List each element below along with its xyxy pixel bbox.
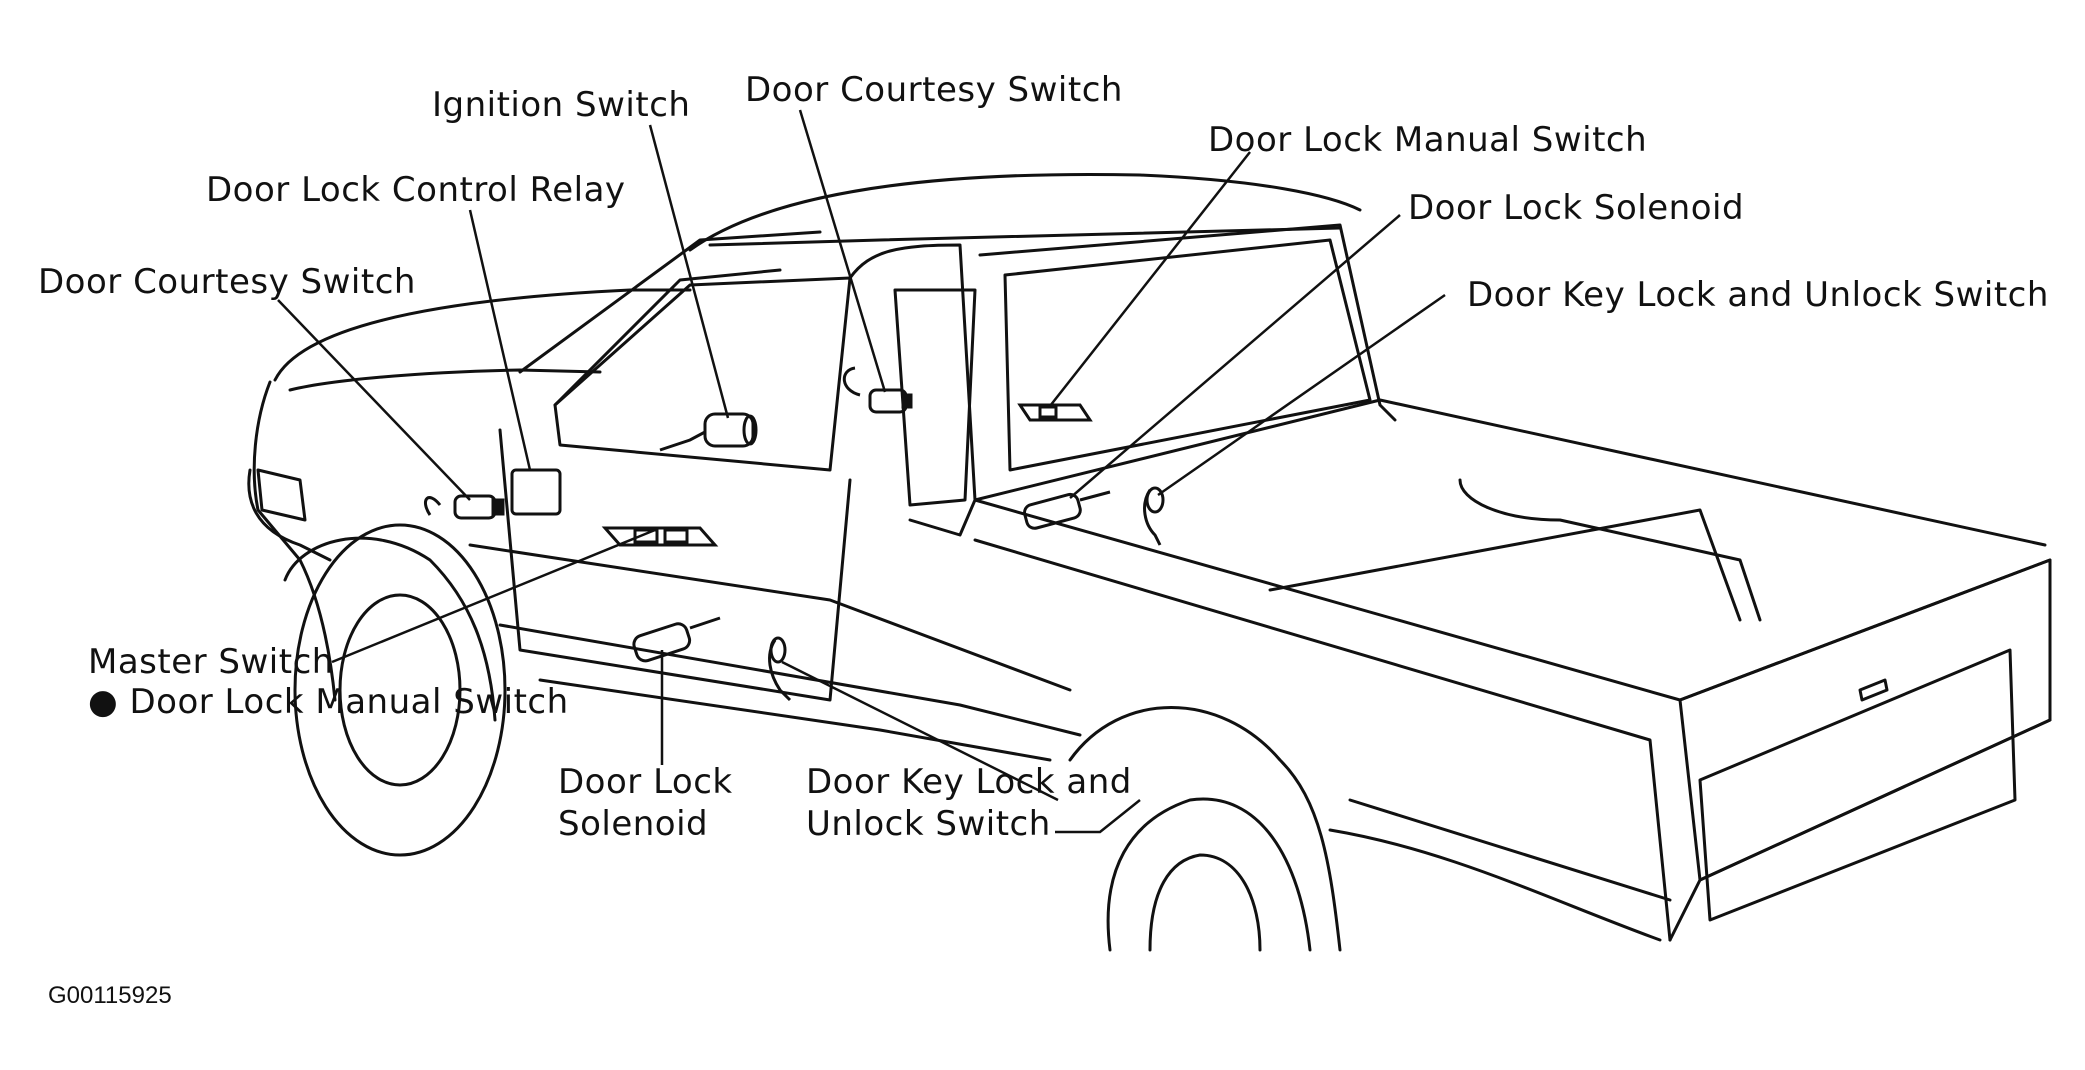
label-door-key-lock-bottom-1: Door Key Lock and	[806, 762, 1132, 802]
label-door-lock-manual-switch-right: Door Lock Manual Switch	[1208, 120, 1648, 160]
label-door-key-lock-unlock-right: Door Key Lock and Unlock Switch	[1467, 275, 2049, 315]
front-wheel-rim	[338, 593, 462, 787]
windshield-inner	[553, 268, 782, 407]
door-courtesy-switch-center-part	[842, 366, 913, 414]
bed-inner-front	[1268, 508, 1742, 622]
leader-door-courtesy-left	[277, 299, 471, 501]
leader-door-lock-solenoid-right	[1069, 214, 1401, 499]
leader-door-key-lock-bottom	[1055, 799, 1141, 834]
rocker-panel	[538, 678, 1052, 762]
rear-wheel-tire	[1106, 797, 1312, 952]
figure-id: G00115925	[48, 982, 172, 1009]
bed-wheel-well	[1458, 478, 1762, 622]
label-door-courtesy-switch-left: Door Courtesy Switch	[38, 262, 416, 302]
front-bumper	[247, 468, 332, 562]
label-door-lock-solenoid-bottom-2: Solenoid	[558, 804, 709, 844]
bed-front-top	[973, 398, 2047, 547]
leader-door-lock-manual-right	[1049, 151, 1251, 407]
rear-cab-window	[1003, 238, 1372, 472]
door-outline	[498, 428, 852, 702]
leader-door-courtesy-center	[798, 109, 887, 393]
side-body-line	[468, 543, 1072, 692]
door-lock-control-relay-part	[510, 468, 562, 516]
rear-quarter-window	[893, 288, 977, 507]
door-lock-solenoid-right-part	[1023, 490, 1111, 530]
label-door-courtesy-switch-center: Door Courtesy Switch	[745, 70, 1123, 110]
leader-door-key-lock-right	[1157, 293, 1446, 497]
cab-rear-panel	[978, 223, 1397, 422]
ignition-switch-part	[659, 412, 758, 452]
roof	[688, 172, 1362, 252]
leader-master-switch	[331, 528, 656, 664]
rear-body-lower	[1328, 828, 1662, 942]
bed-trim-stripe	[1348, 798, 1672, 902]
hood-outline	[273, 288, 692, 382]
rear-bumper	[1668, 718, 2052, 942]
door-lock-manual-switch-right-part	[1017, 403, 1093, 422]
leader-door-key-lock-bottom-part	[781, 660, 1059, 802]
door-courtesy-switch-left-part	[424, 494, 505, 520]
b-pillar	[848, 243, 977, 537]
master-switch-part	[601, 526, 719, 547]
front-wheel-arch	[283, 536, 497, 722]
door-key-lock-switch-right-part	[1143, 486, 1165, 546]
label-door-lock-control-relay: Door Lock Control Relay	[206, 170, 626, 210]
rear-wheel-rim	[1148, 853, 1262, 952]
door-lock-solenoid-bottom-part	[632, 616, 721, 663]
door-key-lock-switch-bottom-part	[768, 636, 792, 702]
front-wheel-tire	[293, 523, 507, 857]
tailgate-inner-panel	[1698, 648, 2017, 922]
label-master-switch: Master Switch	[88, 642, 334, 682]
fender-crease	[288, 368, 602, 392]
door-window-frame	[553, 276, 852, 472]
label-ignition-switch: Ignition Switch	[432, 85, 691, 125]
bed-side-panel	[973, 538, 1672, 942]
side-body-line-lower	[498, 623, 1082, 737]
label-door-lock-solenoid-right: Door Lock Solenoid	[1408, 188, 1745, 228]
headlight-area	[256, 468, 307, 522]
leader-door-lock-control-relay	[468, 209, 532, 471]
label-door-lock-solenoid-bottom-1: Door Lock	[558, 762, 733, 802]
a-pillar	[518, 230, 822, 374]
label-master-switch-sub: ● Door Lock Manual Switch	[88, 682, 569, 722]
tailgate-handle	[1858, 678, 1889, 702]
leader-ignition-switch	[648, 124, 730, 419]
label-door-key-lock-bottom-2: Unlock Switch	[806, 804, 1051, 844]
rear-wheel-arch	[1068, 706, 1342, 952]
